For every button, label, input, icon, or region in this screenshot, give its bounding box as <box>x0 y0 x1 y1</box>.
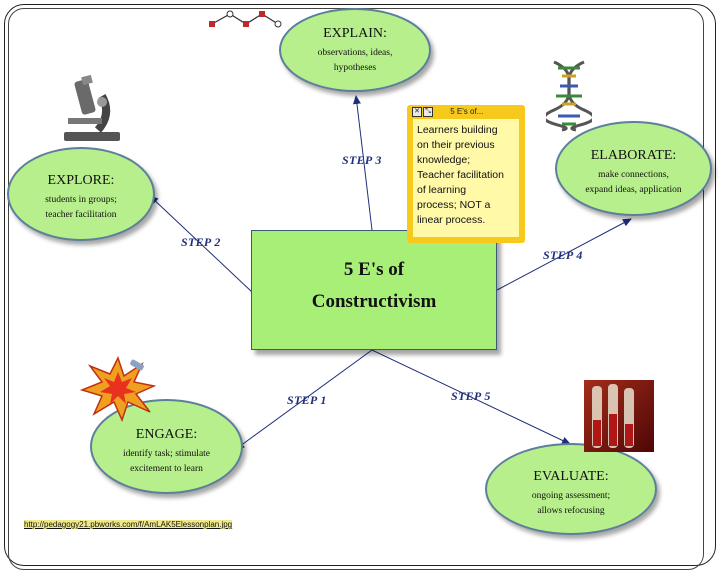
engage-title: ENGAGE: <box>135 427 198 442</box>
explore-title: EXPLORE: <box>47 173 115 188</box>
node-explain: EXPLAIN: observations, ideas, hypotheses <box>279 8 431 92</box>
evaluate-title: EVALUATE: <box>533 469 609 484</box>
arrow-step4 <box>496 218 632 291</box>
step3-label: STEP 3 <box>342 153 382 167</box>
sticky-note[interactable]: ✕⤡ 5 E's of... Learners building on thei… <box>407 105 525 243</box>
step4-label: STEP 4 <box>543 248 583 262</box>
note-line: Learners building <box>417 124 498 136</box>
elaborate-desc-1: make connections, <box>598 170 669 180</box>
arrow-step1 <box>235 349 373 450</box>
step5-label: STEP 5 <box>451 389 491 403</box>
explore-desc-2: teacher facilitation <box>45 210 117 220</box>
test-tubes-icon <box>584 380 654 452</box>
source-url-link[interactable]: http://pedagogy21.pbworks.com/f/AmLAK5El… <box>24 520 233 529</box>
arrow-step5 <box>371 349 571 445</box>
note-line: process; NOT a <box>417 199 491 211</box>
molecule-chain-icon <box>209 10 282 28</box>
arrow-step2 <box>149 195 253 293</box>
engage-desc-2: excitement to learn <box>130 464 203 474</box>
arrow-step3 <box>352 95 373 231</box>
dna-icon <box>546 60 592 132</box>
note-line: linear process. <box>417 214 486 226</box>
resize-icon[interactable]: ⤡ <box>423 107 433 117</box>
note-title: 5 E's of... <box>450 107 484 116</box>
step1-label: STEP 1 <box>287 393 327 407</box>
close-icon[interactable]: ✕ <box>412 107 422 117</box>
elaborate-title: ELABORATE: <box>590 148 677 163</box>
engage-desc-1: identify task; stimulate <box>122 449 211 459</box>
node-explore: EXPLORE: students in groups; teacher fac… <box>7 147 155 241</box>
note-line: Teacher facilitation <box>417 169 504 181</box>
connector-layer <box>149 95 632 450</box>
center-line-1: 5 E's of <box>343 259 405 280</box>
note-line: knowledge; <box>417 154 471 166</box>
explore-desc-1: students in groups; <box>45 195 117 205</box>
explain-title: EXPLAIN: <box>323 26 387 41</box>
center-concept: 5 E's of Constructivism <box>251 230 497 350</box>
node-engage: ENGAGE: identify task; stimulate excitem… <box>90 399 243 494</box>
note-header: ✕⤡ 5 E's of... <box>412 107 483 119</box>
node-elaborate: ELABORATE: make connections, expand idea… <box>555 121 712 216</box>
explosion-icon <box>80 356 156 422</box>
elaborate-desc-2: expand ideas, application <box>585 185 682 195</box>
note-body: Learners building on their previous know… <box>413 119 519 237</box>
center-line-2: Constructivism <box>311 291 437 312</box>
evaluate-desc-2: allows refocusing <box>537 506 605 516</box>
evaluate-desc-1: ongoing assessment; <box>531 491 611 501</box>
node-evaluate: EVALUATE: ongoing assessment; allows ref… <box>485 443 657 535</box>
microscope-icon <box>64 74 120 141</box>
explain-desc-1: observations, ideas, <box>317 48 393 58</box>
explain-desc-2: hypotheses <box>333 63 377 73</box>
note-line: on their previous <box>417 139 495 151</box>
step2-label: STEP 2 <box>181 235 221 249</box>
note-line: of learning <box>417 184 467 196</box>
